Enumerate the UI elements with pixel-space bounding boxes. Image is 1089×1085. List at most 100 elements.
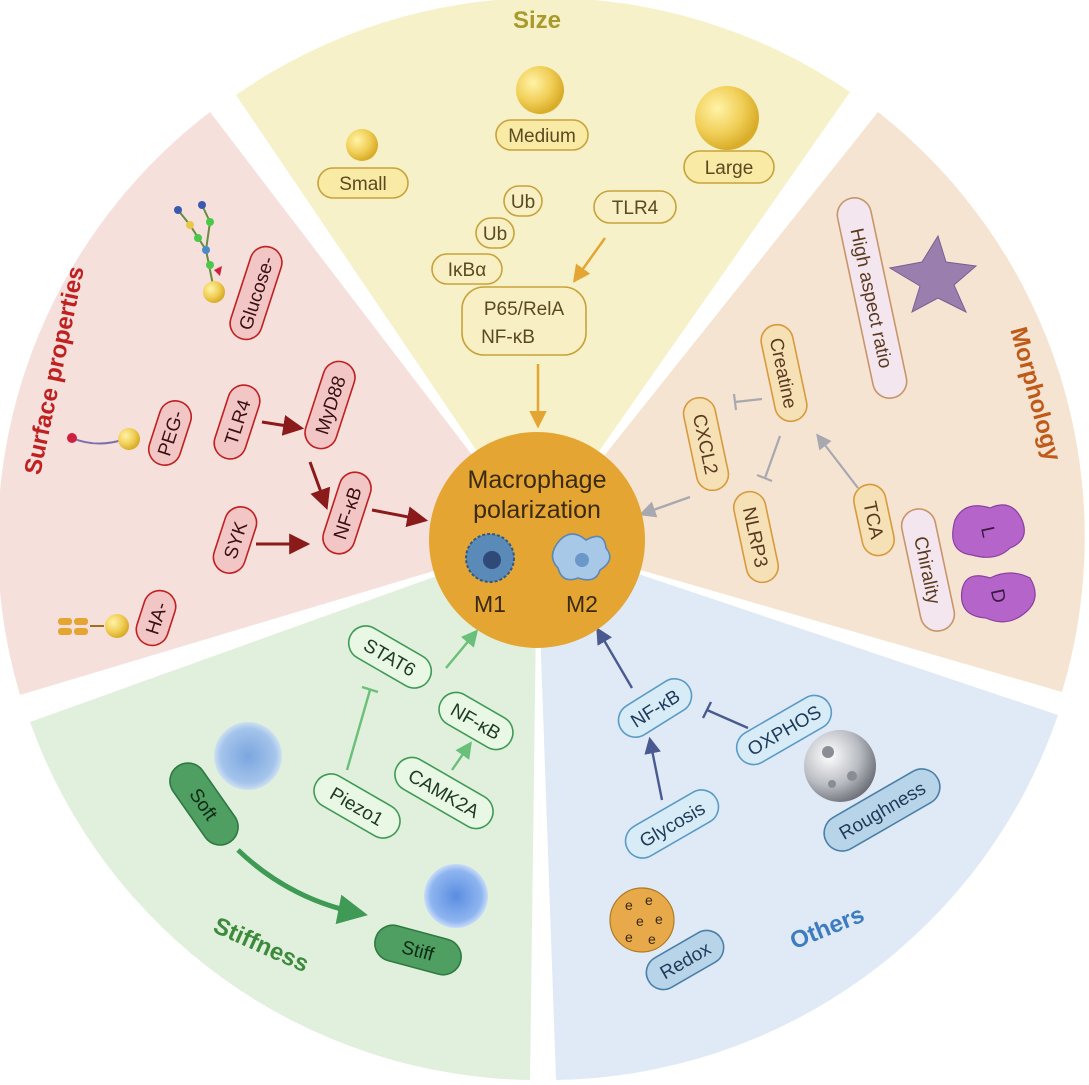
center-hub: Macrophage polarization M1 M2 [429,432,645,648]
piezo1-pill [313,773,401,839]
electron-4: e [655,911,663,927]
creatine-inhibit-bar [732,393,738,411]
star-particle-icon [888,234,978,314]
tlr4-size-pill [593,190,677,224]
nfkb-stiffness-pill [438,691,514,751]
surface-to-center-arrow [371,506,429,528]
medium-particle-icon [516,66,564,114]
sector-surface [0,112,537,695]
soft-particle-icon [214,722,282,790]
electron-6: e [648,931,656,947]
others-to-center-arrow [596,627,634,689]
syk-pill [212,506,258,574]
nlrp3-pill [732,490,780,584]
oxphos-pill [735,694,833,766]
camk2a-pill [394,756,494,830]
crater-1 [822,746,834,758]
medium-pill [495,119,589,151]
sector-others [537,540,1058,1080]
tca-to-creatine-arrow [816,433,859,489]
glycosis-pill [624,789,720,859]
morphology-group: High aspect ratio Creatine CXCL2 NLRP3 T… [638,197,1036,632]
tlr4-to-myd88-arrow [261,415,305,436]
nlrp3-inhibit-bar [756,473,773,483]
redox-particle-icon [609,887,675,953]
large-label: Large [705,158,754,179]
myd88-pill [304,360,356,450]
medium-label: Medium [508,126,576,147]
small-label: Small [339,174,387,195]
l-enantiomer-icon [952,504,1025,558]
tca-pill [853,483,895,557]
ha-chain-icon [58,614,129,638]
size-title: Size [513,7,561,34]
small-particle-icon [346,129,378,161]
sector-size [236,0,850,540]
piezo1-inhibits-stat6 [345,689,372,771]
electron-1: e [625,897,633,913]
nfkb-surface-pill [322,471,372,555]
oxphos-inhibit-bar [701,701,713,719]
chirality-pill [900,508,956,632]
peg-pill [147,400,193,466]
stiff-pill [374,924,462,976]
large-pill [683,150,775,184]
myd88-to-nfkb-arrow [308,461,331,510]
d-label: D [986,587,1009,605]
ikba-label: IκBα [448,260,486,281]
nfkb-others-pill [617,678,693,738]
soft-to-stiff-arrow [236,848,368,925]
stiff-particle-icon [424,864,488,928]
tlr4-surface-pill [213,384,261,460]
m1-label: M1 [474,591,506,617]
ub-pill-bottom [475,217,515,249]
morphology-to-center-arrow [638,495,691,518]
roughness-pill [823,768,941,852]
small-pill [317,167,409,199]
soft-pill [169,762,239,846]
size-group: Small Medium Large Ub Ub IκBα TLR4 P65/R… [317,66,775,429]
ub-label-bottom: Ub [483,224,507,245]
sector-morphology [537,112,1085,692]
crater-3 [828,780,836,788]
ub-pill-top [503,185,543,217]
stat6-inhibit-bar [361,685,379,694]
p65-label: P65/RelA [484,299,565,320]
cxcl2-pill [682,396,730,492]
nfkb-size-label: NF-κB [481,327,535,348]
l-label: L [976,525,999,540]
stiffness-group: STAT6 NF-κB Piezo1 CAMK2A Soft Stiff [169,625,514,976]
m2-macrophage-icon [551,533,611,581]
center-title-line2: polarization [473,496,601,524]
m2-label: M2 [566,591,598,617]
camk2a-to-nfkb-arrow [451,741,472,771]
center-title-line1: Macrophage [468,466,607,494]
stat6-pill [347,625,433,689]
d-enantiomer-icon [960,572,1036,623]
electron-2: e [645,892,653,908]
glycosis-to-nfkb-arrow [644,736,664,801]
creatine-inhibits-nlrp3 [763,435,782,479]
glucose-chain-icon [174,201,225,303]
stiffness-to-center-arrow [445,629,479,669]
tlr4-to-p65-arrow [572,237,607,283]
electron-5: e [625,929,633,945]
redox-pill [645,929,725,991]
m1-macrophage-icon [465,533,515,583]
large-particle-icon [695,86,759,150]
peg-chain-icon [67,428,140,450]
ikba-pill [431,253,503,285]
ub-label-top: Ub [511,192,535,213]
ha-pill [135,589,177,647]
rough-particle-icon [804,730,876,802]
electron-3: e [636,913,644,929]
glucose-pill [229,245,283,341]
creatine-inhibits-cxcl2 [734,397,763,404]
high-aspect-pill [836,197,908,399]
oxphos-inhibits-nfkb [706,708,749,730]
crater-2 [847,771,857,781]
creatine-pill [760,323,808,423]
tlr4-size-label: TLR4 [612,198,659,219]
center-circle [429,432,645,648]
